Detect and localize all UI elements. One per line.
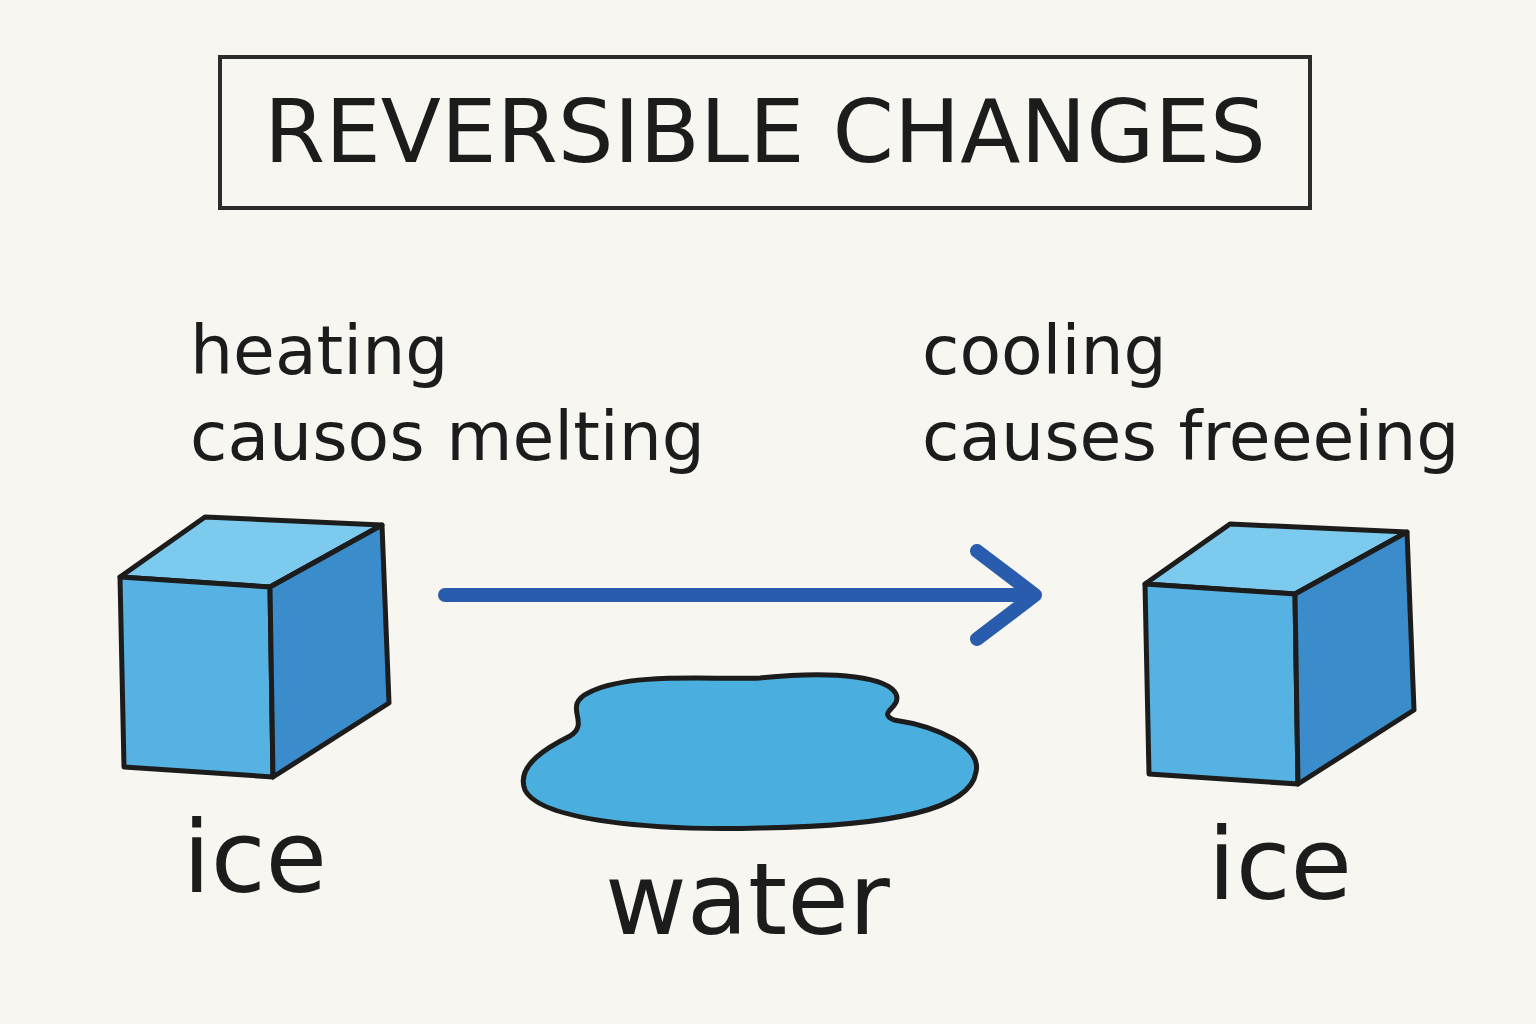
node-label: water bbox=[510, 840, 985, 960]
ice-cube: ice bbox=[1135, 512, 1425, 925]
cube-side bbox=[270, 525, 389, 777]
ice-cube: ice bbox=[110, 505, 400, 918]
node-label: ice bbox=[110, 798, 400, 918]
process-note: cooling causes freeeing bbox=[922, 308, 1466, 480]
node-label: ice bbox=[1135, 805, 1425, 925]
title: REVERSIBLE CHANGES bbox=[264, 84, 1266, 181]
cube-front bbox=[1145, 584, 1298, 784]
puddle-outline bbox=[510, 650, 985, 840]
cube-outline bbox=[1135, 512, 1425, 797]
puddle-shape bbox=[523, 675, 976, 829]
cube-outline bbox=[110, 505, 400, 790]
process-note: heating causos melting bbox=[190, 308, 712, 480]
process-arrow bbox=[445, 551, 1035, 639]
cube-side bbox=[1295, 532, 1414, 784]
title-box: REVERSIBLE CHANGES bbox=[218, 55, 1312, 210]
water-puddle: water bbox=[510, 650, 985, 960]
cube-front bbox=[120, 577, 273, 777]
